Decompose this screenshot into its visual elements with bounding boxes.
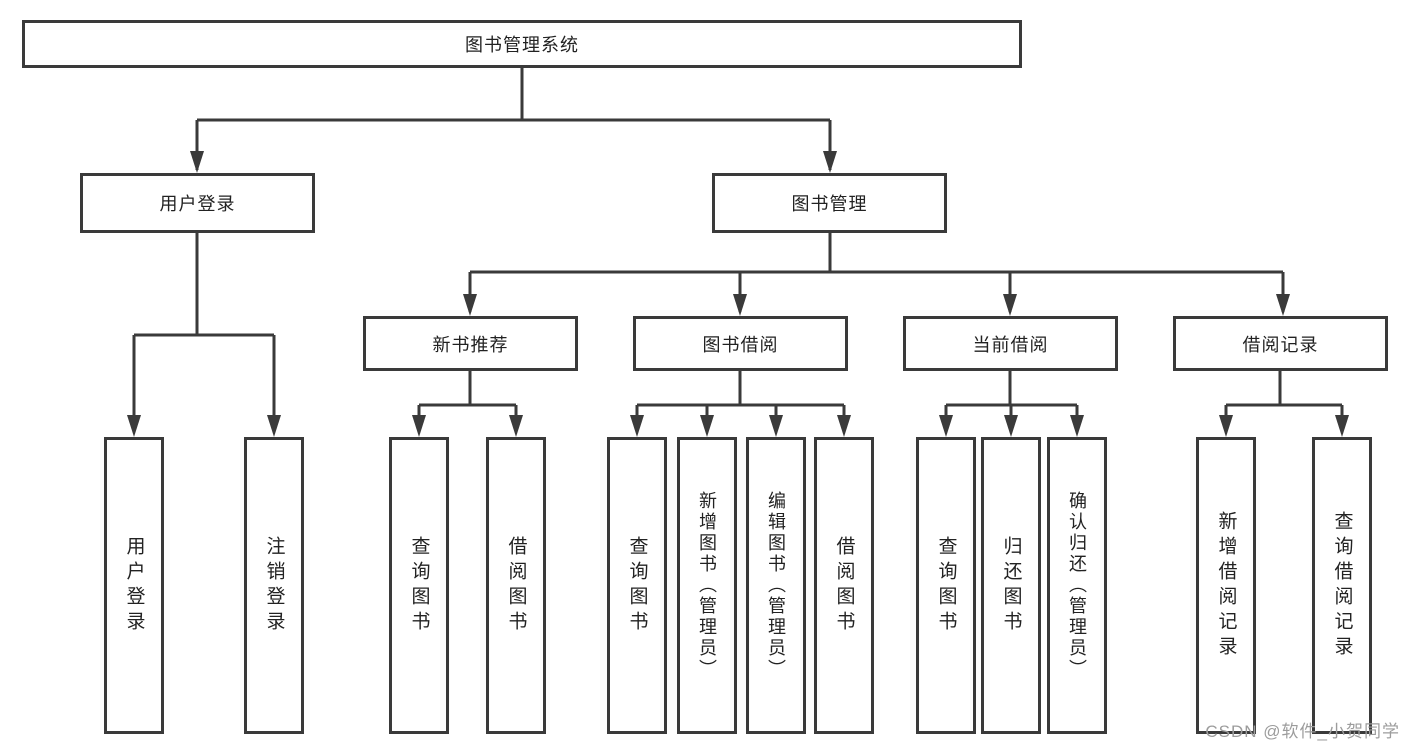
arrow-down-icon	[733, 294, 747, 316]
node-add-borrow-record: 新增借阅记录	[1196, 437, 1256, 734]
arrow-down-icon	[769, 415, 783, 437]
arrow-down-icon	[1004, 415, 1018, 437]
node-return-books: 归还图书	[981, 437, 1041, 734]
arrow-down-icon	[190, 151, 204, 173]
arrow-down-icon	[700, 415, 714, 437]
node-query-borrow-record: 查询借阅记录	[1312, 437, 1372, 734]
arrow-down-icon	[630, 415, 644, 437]
arrow-down-icon	[1070, 415, 1084, 437]
arrow-down-icon	[1276, 294, 1290, 316]
arrow-down-icon	[823, 151, 837, 173]
node-borrowing-records: 借阅记录	[1173, 316, 1388, 371]
arrow-down-icon	[939, 415, 953, 437]
node-library-management-system: 图书管理系统	[22, 20, 1022, 68]
arrow-down-icon	[463, 294, 477, 316]
arrow-down-icon	[1003, 294, 1017, 316]
node-user-login-leaf: 用户登录	[104, 437, 164, 734]
arrow-down-icon	[509, 415, 523, 437]
node-new-book-recommendation: 新书推荐	[363, 316, 578, 371]
node-query-books-current: 查询图书	[916, 437, 976, 734]
node-logout-leaf: 注销登录	[244, 437, 304, 734]
arrow-down-icon	[1219, 415, 1233, 437]
node-current-borrowing: 当前借阅	[903, 316, 1118, 371]
node-query-books-borrowing: 查询图书	[607, 437, 667, 734]
node-add-books-admin: 新增图书（管理员）	[677, 437, 737, 734]
node-borrow-books-recommend: 借阅图书	[486, 437, 546, 734]
node-edit-books-admin: 编辑图书（管理员）	[746, 437, 806, 734]
arrow-down-icon	[267, 415, 281, 437]
node-query-books-recommend: 查询图书	[389, 437, 449, 734]
arrow-down-icon	[837, 415, 851, 437]
node-book-borrowing: 图书借阅	[633, 316, 848, 371]
arrow-down-icon	[1335, 415, 1349, 437]
node-confirm-return-admin: 确认归还（管理员）	[1047, 437, 1107, 734]
node-user-login: 用户登录	[80, 173, 315, 233]
arrow-down-icon	[412, 415, 426, 437]
node-borrow-books-borrowing: 借阅图书	[814, 437, 874, 734]
csdn-watermark: CSDN @软件_小贺同学	[1205, 722, 1400, 741]
arrow-down-icon	[127, 415, 141, 437]
node-book-management: 图书管理	[712, 173, 947, 233]
